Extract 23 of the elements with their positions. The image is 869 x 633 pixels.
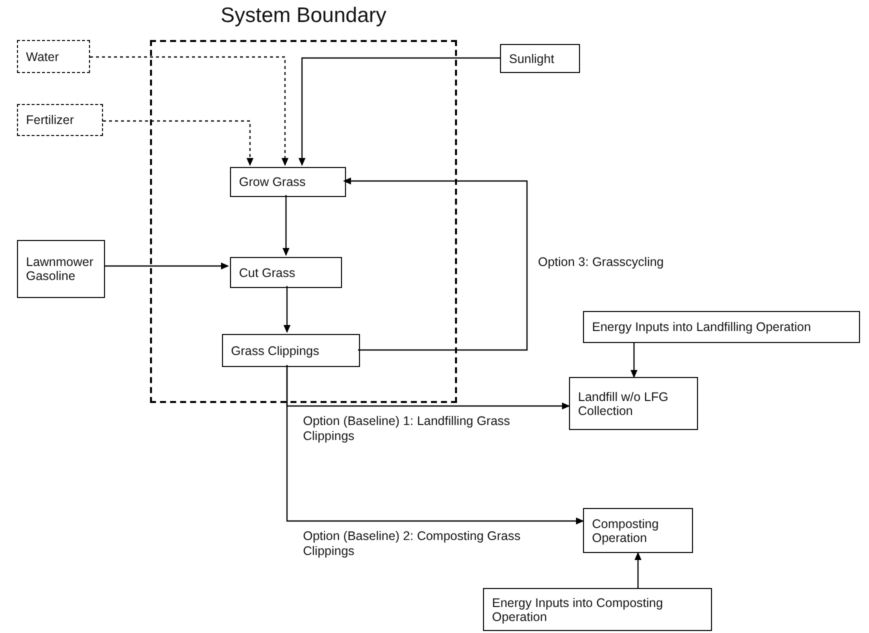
input-box: Fertilizer [17,104,103,136]
arrow [105,262,229,270]
arrow [103,120,254,166]
arrow [634,552,642,588]
process-box: Grass Clippings [222,334,360,367]
input-box: Water [17,40,90,73]
process-box: Composting Operation [583,508,693,553]
arrow [282,195,290,256]
arrow [90,56,288,166]
process-box: Lawnmower Gasoline [17,240,105,298]
edge-label: Option 3: Grasscycling [538,255,664,270]
process-box: Cut Grass [230,257,342,288]
arrow [343,178,528,351]
process-box: Landfill w/o LFG Collection [569,377,698,430]
process-box: Energy Inputs into Landfilling Operation [583,311,860,343]
arrow [284,286,290,333]
arrow [286,365,584,524]
arrow [630,343,638,378]
process-box: Grow Grass [230,167,346,197]
arrow [298,57,500,166]
boundary-title: System Boundary [220,4,388,28]
process-box: Sunlight [500,44,580,73]
process-box: Energy Inputs into Composting Operation [483,588,712,631]
